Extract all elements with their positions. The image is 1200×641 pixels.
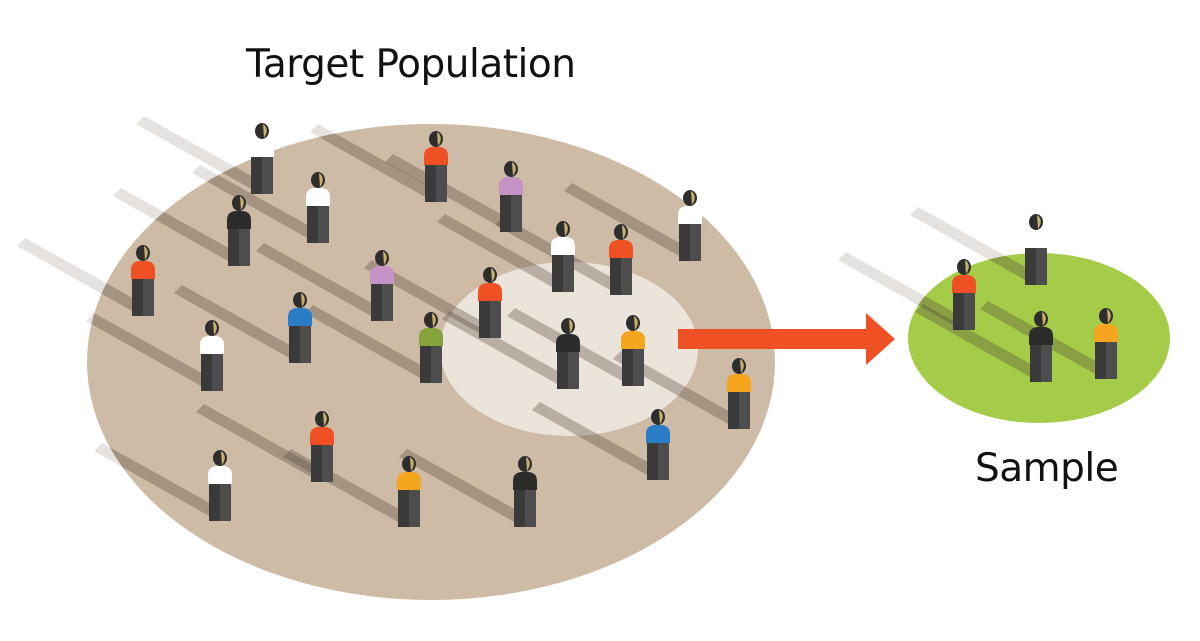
figure-shadow — [87, 313, 216, 391]
figure-shadow — [915, 304, 1045, 382]
person-icon — [310, 411, 334, 482]
person-icon — [646, 409, 670, 480]
person-icon — [250, 123, 274, 194]
person-icon — [424, 131, 448, 202]
figure-shadow — [196, 404, 326, 482]
person-icon — [952, 259, 976, 330]
person-icon — [131, 245, 155, 316]
person-icon — [288, 292, 312, 363]
figure-shadow — [310, 124, 440, 202]
figure-shadow — [437, 214, 567, 292]
figure-shadow — [908, 253, 968, 330]
person-icon — [556, 318, 580, 389]
person-icon — [513, 456, 537, 527]
target-population-label: Target Population — [246, 42, 576, 87]
person-icon — [551, 221, 575, 292]
figure-shadow — [910, 253, 1040, 285]
figure-shadow — [174, 285, 304, 363]
population-shadows — [87, 124, 743, 527]
figure-shadow — [87, 238, 147, 316]
person-icon — [727, 358, 751, 429]
person-icon — [208, 450, 232, 521]
person-icon — [419, 312, 443, 383]
sample-figures — [952, 214, 1118, 382]
person-icon — [678, 190, 702, 261]
figure-shadow — [385, 154, 515, 232]
person-icon — [499, 161, 523, 232]
figure-shadow — [613, 351, 743, 429]
person-icon — [227, 195, 251, 266]
arrow-icon — [678, 313, 895, 365]
figure-shadow — [399, 449, 529, 527]
sample-label: Sample — [975, 446, 1119, 491]
figure-shadow — [305, 305, 435, 383]
person-icon — [397, 456, 421, 527]
population-figures — [131, 123, 751, 527]
person-icon — [370, 250, 394, 321]
figure-shadow — [564, 183, 694, 261]
person-icon — [306, 172, 330, 243]
figure-shadow — [364, 260, 494, 338]
person-icon — [609, 224, 633, 295]
figure-shadow — [256, 243, 386, 321]
person-icon — [1024, 214, 1048, 285]
person-icon — [478, 267, 502, 338]
figure-shadow — [192, 165, 322, 243]
person-icon — [1029, 311, 1053, 382]
person-icon — [621, 315, 645, 386]
person-icon — [1094, 308, 1118, 379]
figure-shadow — [94, 443, 224, 521]
figure-shadow — [532, 402, 662, 480]
figure-shadow — [442, 311, 572, 389]
person-icon — [200, 320, 224, 391]
